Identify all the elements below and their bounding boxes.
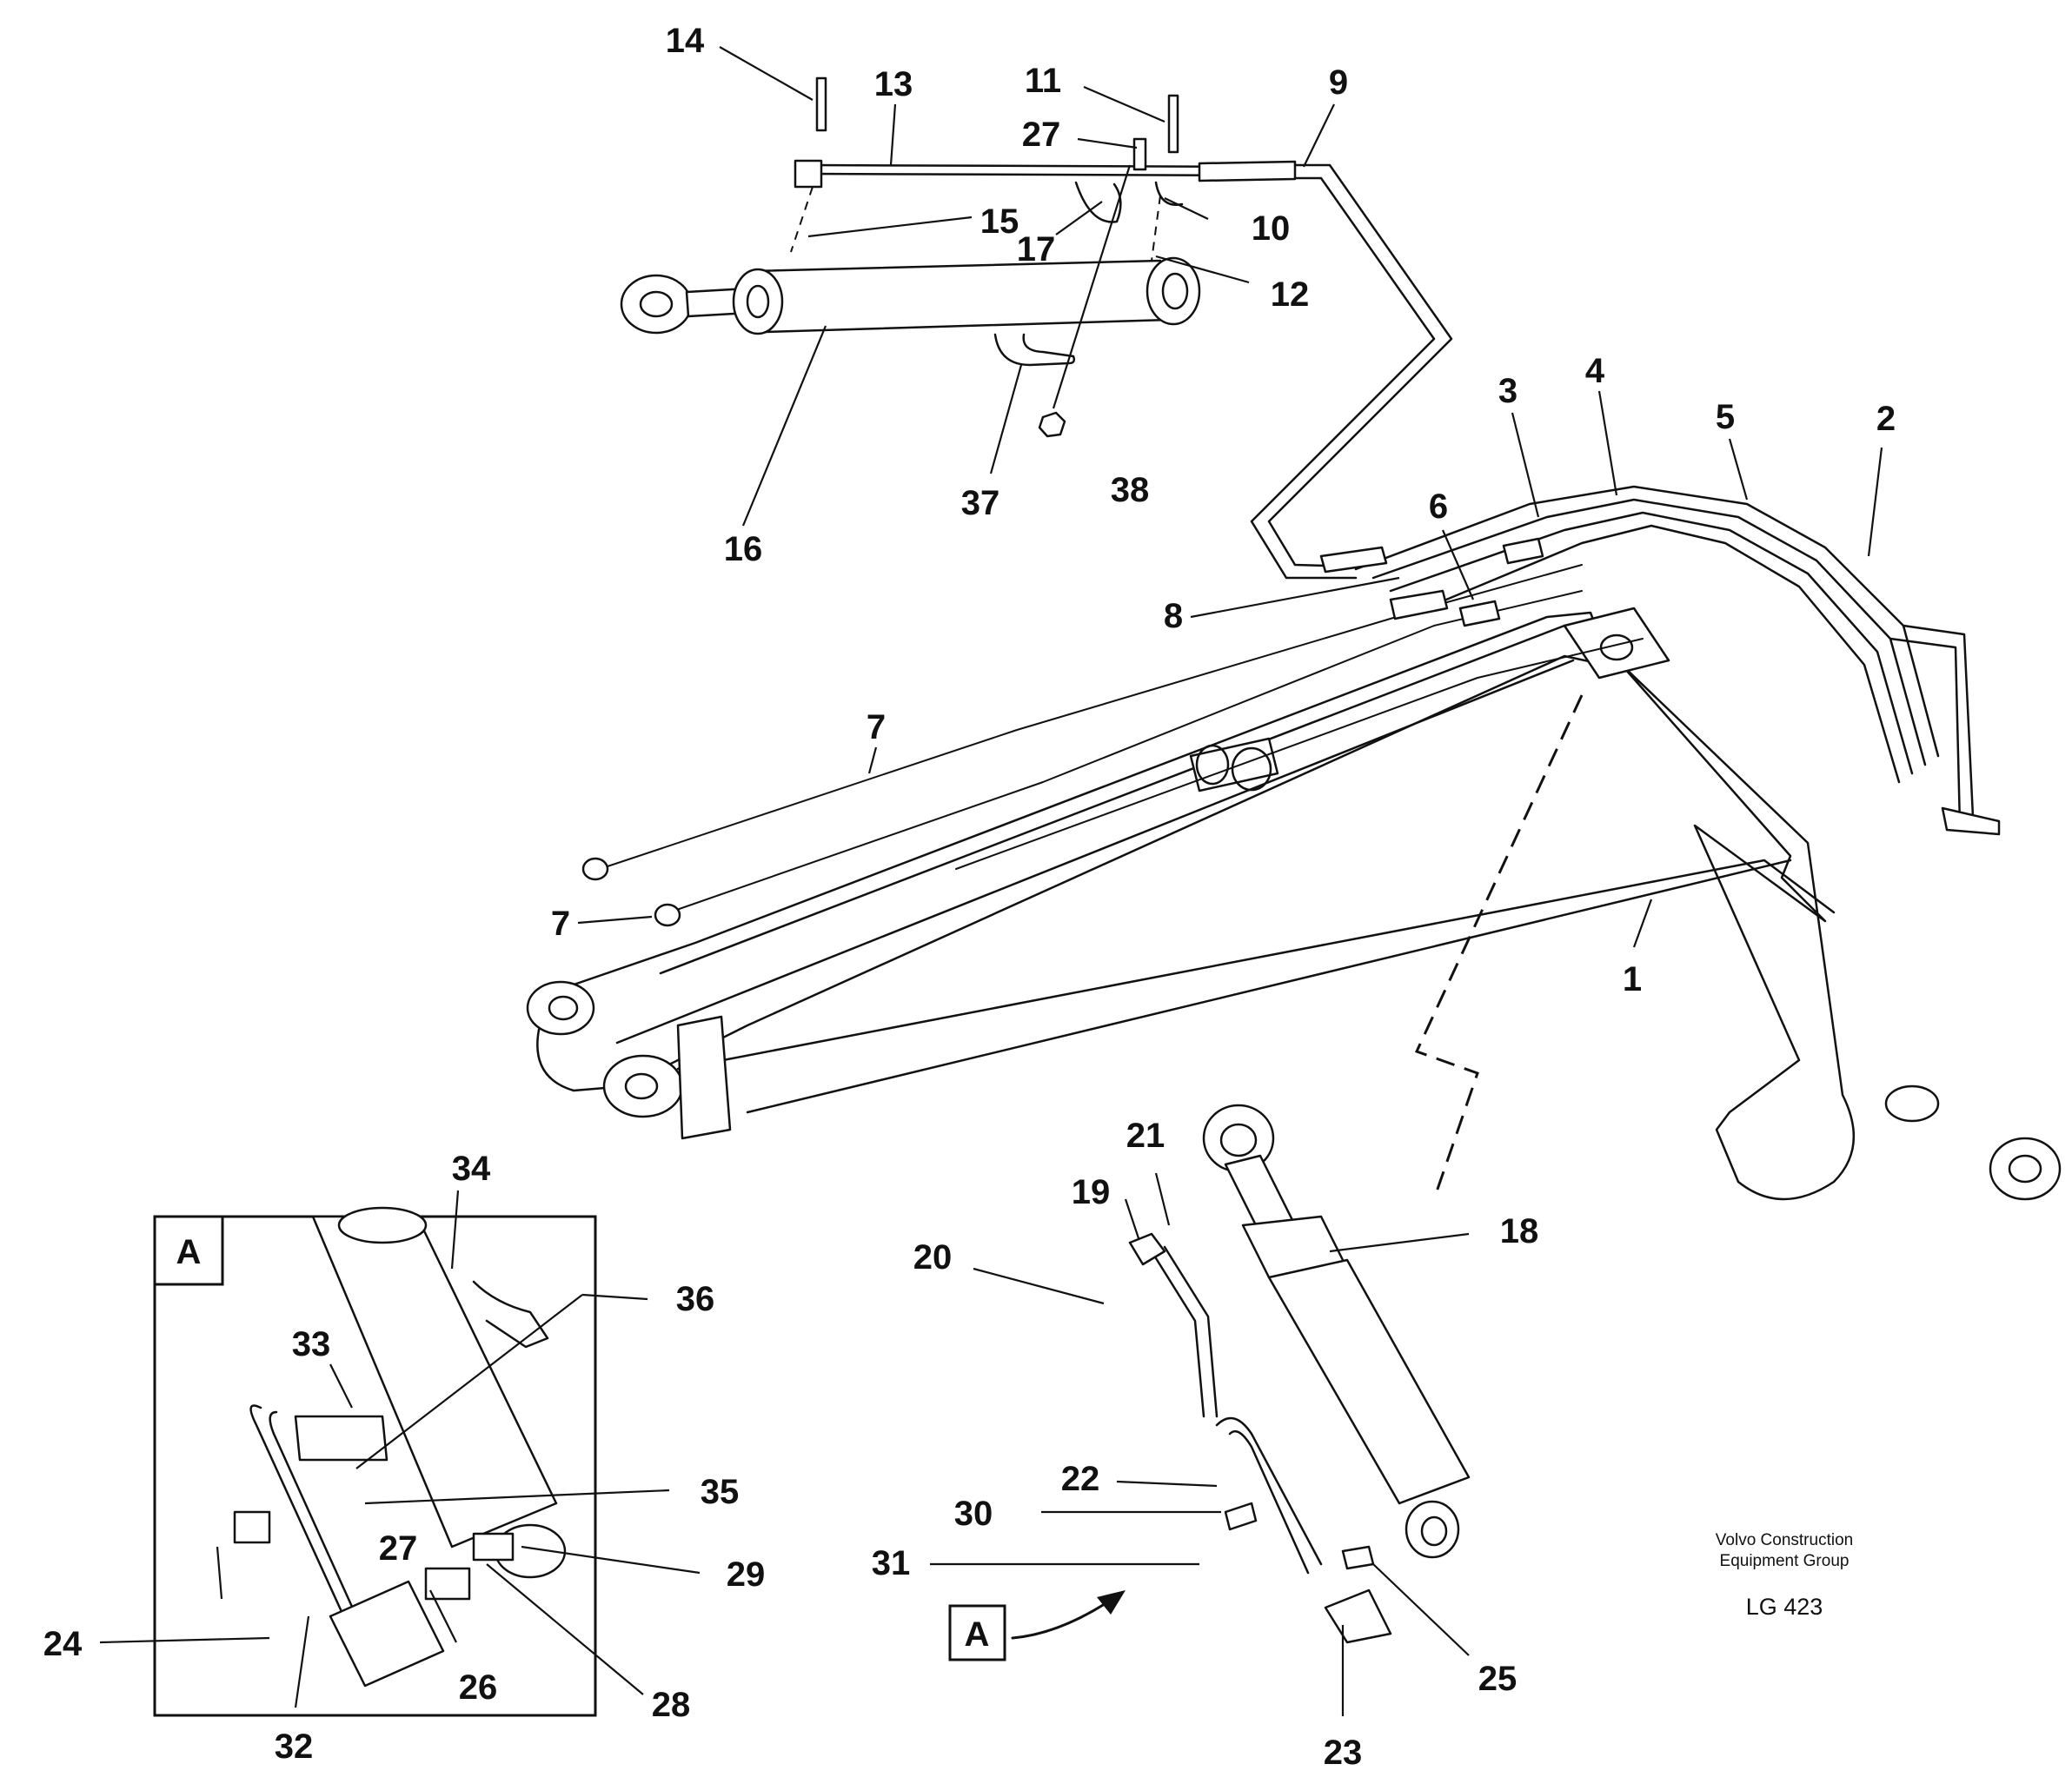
part-label-18: 18 — [1500, 1212, 1539, 1250]
footer: Volvo Construction Equipment Group LG 42… — [1716, 1531, 1853, 1620]
part-label-6: 6 — [1429, 487, 1448, 526]
part-label-23: 23 — [1324, 1734, 1363, 1772]
part-label-11: 11 — [1025, 62, 1061, 100]
leader-lines — [99, 46, 1883, 1716]
boom-assembly — [526, 485, 2062, 1201]
part-label-1: 1 — [1623, 960, 1642, 998]
part-label-21: 21 — [1126, 1117, 1166, 1155]
detail-view-a: A — [153, 1206, 597, 1717]
part-label-17: 17 — [1017, 230, 1056, 269]
part-label-8: 8 — [1164, 597, 1183, 635]
part-label-22: 22 — [1061, 1460, 1100, 1498]
part-label-9: 9 — [1329, 63, 1348, 102]
part-label-36: 36 — [676, 1280, 715, 1318]
detail-view-label: A — [176, 1233, 202, 1271]
part-labels: 1 2 3 4 5 6 7 7 8 9 10 11 12 13 14 15 16… — [43, 22, 1896, 1772]
part-label-38: 38 — [1111, 471, 1150, 509]
part-label-32: 32 — [275, 1728, 314, 1766]
part-label-20: 20 — [913, 1238, 953, 1277]
part-label-13: 13 — [874, 65, 913, 103]
part-label-31: 31 — [872, 1544, 911, 1582]
part-label-26: 26 — [459, 1668, 498, 1707]
arm-cylinder-assembly — [620, 76, 1453, 580]
part-label-27-detail: 27 — [379, 1529, 418, 1568]
part-label-24: 24 — [43, 1625, 83, 1663]
part-label-28: 28 — [652, 1686, 691, 1724]
part-label-5: 5 — [1716, 398, 1735, 436]
part-label-16: 16 — [724, 530, 763, 568]
part-label-7-lower: 7 — [551, 905, 570, 943]
part-label-27-top: 27 — [1022, 116, 1061, 154]
part-label-35: 35 — [701, 1473, 740, 1511]
part-label-7-upper: 7 — [867, 708, 886, 746]
part-label-2: 2 — [1876, 400, 1896, 438]
part-label-4: 4 — [1585, 352, 1605, 390]
part-label-3: 3 — [1498, 372, 1517, 410]
part-label-19: 19 — [1072, 1173, 1111, 1211]
drawing-code: LG 423 — [1746, 1594, 1823, 1620]
company-name-line2: Equipment Group — [1720, 1552, 1850, 1570]
part-label-37: 37 — [961, 484, 1000, 522]
part-label-34: 34 — [452, 1150, 491, 1188]
part-label-30: 30 — [954, 1495, 993, 1533]
part-label-15: 15 — [980, 202, 1019, 241]
part-label-29: 29 — [727, 1555, 766, 1594]
part-label-10: 10 — [1252, 209, 1291, 248]
detail-reference-label: A — [965, 1615, 990, 1654]
part-label-25: 25 — [1478, 1660, 1517, 1698]
part-label-33: 33 — [292, 1325, 331, 1363]
detail-reference: A — [948, 1590, 1126, 1661]
part-label-14: 14 — [666, 22, 705, 60]
part-label-12: 12 — [1271, 275, 1310, 314]
boom-cylinder-assembly — [1128, 1104, 1471, 1644]
company-name-line1: Volvo Construction — [1716, 1531, 1853, 1549]
